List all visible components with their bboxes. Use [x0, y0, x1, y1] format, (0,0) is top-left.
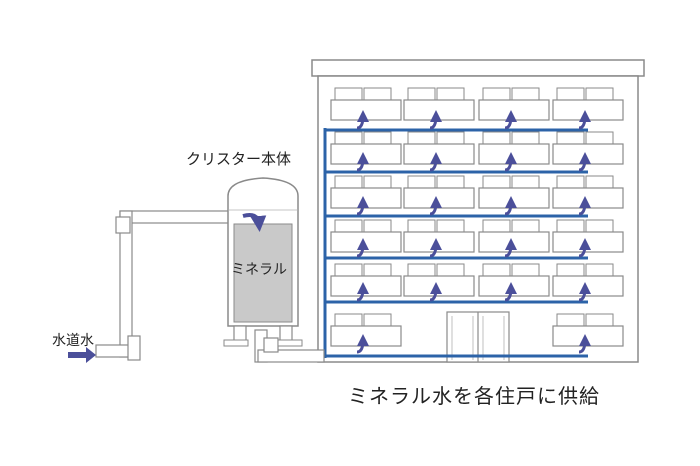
balcony — [552, 87, 624, 121]
balcony — [403, 87, 475, 121]
flow-arrow-icon — [356, 334, 369, 354]
balcony — [403, 219, 475, 253]
flow-arrow-icon — [504, 196, 517, 216]
flow-arrow-icon — [356, 282, 369, 302]
flow-arrow-icon — [356, 196, 369, 216]
flow-arrow-icon — [429, 238, 442, 258]
tank-foot-left — [223, 339, 249, 347]
balcony — [403, 131, 475, 165]
balcony — [552, 263, 624, 297]
entrance-door — [446, 311, 510, 363]
flow-arrow-icon — [504, 238, 517, 258]
supply-pipe-network — [295, 128, 588, 358]
flow-arrow-icon — [356, 110, 369, 130]
flow-arrow-icon — [578, 238, 591, 258]
building-roof — [311, 59, 645, 77]
flow-arrow-icon — [356, 238, 369, 258]
flow-arrow-icon — [429, 282, 442, 302]
caption-text: ミネラル水を各住戸に供給 — [348, 384, 600, 408]
balcony — [330, 131, 402, 165]
balcony — [330, 87, 402, 121]
balcony — [330, 175, 402, 209]
balcony — [330, 263, 402, 297]
crister-tank — [223, 177, 303, 347]
balcony — [330, 313, 402, 347]
tank-foot-right — [277, 339, 303, 347]
inlet-pipe — [95, 210, 239, 361]
balcony — [478, 263, 550, 297]
flow-arrow-icon — [429, 110, 442, 130]
balcony — [478, 175, 550, 209]
flow-arrow-icon — [504, 110, 517, 130]
balcony — [478, 87, 550, 121]
balcony — [552, 313, 624, 347]
flow-arrow-icon — [504, 152, 517, 172]
mineral-media — [233, 223, 293, 323]
flow-arrow-icon — [429, 152, 442, 172]
flow-arrow-icon — [578, 196, 591, 216]
unit-arrow-group — [356, 110, 591, 354]
inlet-arrow-icon — [68, 347, 96, 363]
flow-arrow-icon — [578, 110, 591, 130]
flow-arrow-icon — [578, 282, 591, 302]
balcony — [403, 175, 475, 209]
unit-name-label: クリスター本体 — [186, 150, 292, 168]
flow-arrow-icon — [356, 152, 369, 172]
balcony — [552, 131, 624, 165]
balcony — [330, 219, 402, 253]
flow-arrow-icon — [578, 334, 591, 354]
tank-inflow-arrow-icon — [242, 213, 267, 232]
balcony — [552, 219, 624, 253]
tap-water-label: 水道水 — [52, 333, 94, 349]
mineral-label: ミネラル — [231, 262, 287, 278]
balcony — [403, 263, 475, 297]
flow-arrow-icon — [429, 196, 442, 216]
flow-arrow-icon — [578, 152, 591, 172]
balcony — [552, 175, 624, 209]
balcony — [478, 131, 550, 165]
flow-arrow-icon — [504, 282, 517, 302]
outlet-pipe — [254, 329, 325, 363]
balcony — [478, 219, 550, 253]
